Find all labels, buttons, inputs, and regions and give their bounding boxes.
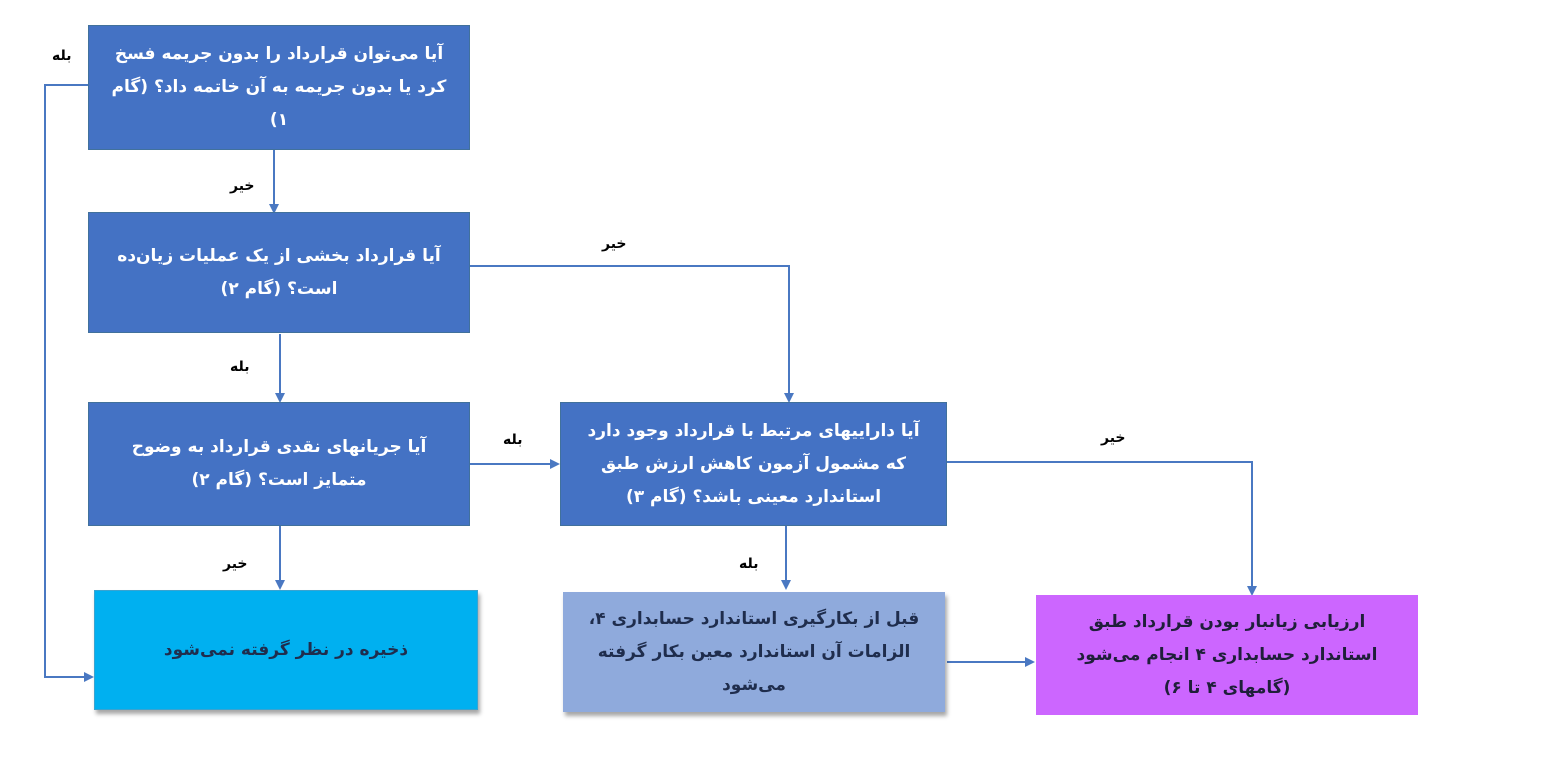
label-q2-no: خیر	[602, 236, 627, 252]
question-3-text: آیا جریانهای نقدی قرارداد به وضوح متمایز…	[131, 437, 427, 490]
question-2-box: آیا قرارداد بخشی از یک عملیات زیان‌ده اس…	[88, 212, 470, 333]
edge-q4-no	[947, 461, 1257, 596]
result-other-standard-box: قبل از بکارگیری استاندارد حسابداری ۴، ال…	[563, 592, 945, 712]
question-1-text: آیا می‌توان قرارداد را بدون جریمه فسخ کر…	[111, 44, 447, 130]
question-4-text: آیا داراییهای مرتبط با قرارداد وجود دارد…	[587, 420, 920, 507]
label-q1-yes: بله	[52, 48, 72, 64]
label-q3-no: خیر	[223, 556, 248, 572]
question-1-box: آیا می‌توان قرارداد را بدون جریمه فسخ کر…	[88, 25, 470, 150]
question-3-box: آیا جریانهای نقدی قرارداد به وضوح متمایز…	[88, 402, 470, 526]
label-q2-yes: بله	[230, 359, 250, 375]
question-4-box: آیا داراییهای مرتبط با قرارداد وجود دارد…	[560, 402, 947, 526]
result-onerous-text: ارزیابی زیانبار بودن قرارداد طبق استاندا…	[1076, 611, 1378, 698]
edge-q2-no	[470, 265, 794, 403]
result-onerous-box: ارزیابی زیانبار بودن قرارداد طبق استاندا…	[1036, 595, 1418, 715]
question-2-text: آیا قرارداد بخشی از یک عملیات زیان‌ده اس…	[117, 245, 441, 299]
label-q3-yes: بله	[503, 432, 523, 448]
result-other-standard-text: قبل از بکارگیری استاندارد حسابداری ۴، ال…	[588, 608, 920, 695]
result-no-provision-box: ذخیره در نظر گرفته نمی‌شود	[94, 590, 478, 710]
label-q1-no: خیر	[230, 178, 255, 194]
label-q4-yes: بله	[739, 556, 759, 572]
label-q4-no: خیر	[1101, 430, 1126, 446]
edge-q1-yes	[44, 84, 94, 682]
result-no-provision-text: ذخیره در نظر گرفته نمی‌شود	[163, 639, 409, 660]
